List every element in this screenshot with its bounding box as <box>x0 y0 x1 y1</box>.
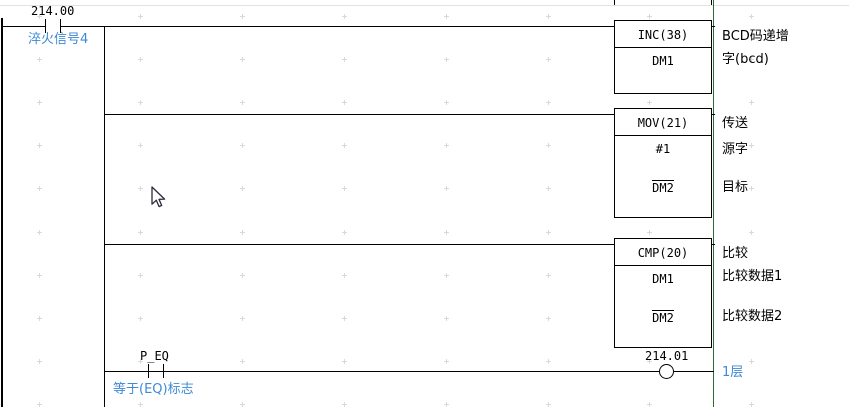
instruction-divider-mov <box>615 135 711 136</box>
instruction-divider-inc <box>615 47 711 48</box>
contact-comment-p-eq: 等于(EQ)标志 <box>113 382 194 397</box>
instruction-label-cmp-2: 比较数据2 <box>722 309 783 324</box>
instruction-mnemonic-inc: INC(38) <box>637 28 689 42</box>
arrow-pointer-icon <box>151 186 166 208</box>
instruction-divider-cmp <box>615 265 711 266</box>
branch-vertical-rail <box>104 26 105 407</box>
instruction-block-inc[interactable]: INC(38) DM1 <box>614 20 712 94</box>
instruction-operand-mov-1-text: DM2 <box>652 180 674 195</box>
coil-comment-1st-floor: 1层 <box>722 365 744 380</box>
instruction-operand-cmp-1-text: DM2 <box>652 310 674 325</box>
left-power-rail <box>1 18 3 407</box>
instruction-label-cmp-0: 比较 <box>722 246 749 261</box>
wire-coil-to-right-rail <box>674 371 714 372</box>
instruction-block-mov[interactable]: MOV(21) #1 DM2 <box>614 108 712 218</box>
mouse-cursor-arrow-icon <box>151 186 167 214</box>
contact-p-eq[interactable] <box>148 364 164 378</box>
rung-separator-line <box>0 5 849 6</box>
wire-branch-to-inc <box>104 26 614 27</box>
instruction-block-cmp[interactable]: CMP(20) DM1 DM2 <box>614 238 712 348</box>
wire-rail-to-contact <box>1 26 45 27</box>
wire-peq-to-coil <box>164 371 659 372</box>
wire-branch-to-cmp <box>104 244 614 245</box>
right-power-rail <box>713 0 714 407</box>
instruction-label-cmp-1: 比较数据1 <box>722 269 783 284</box>
instruction-mnemonic-mov: MOV(21) <box>637 116 689 130</box>
instruction-label-inc-0: BCD码递增 <box>722 29 789 44</box>
contact-214-00[interactable] <box>45 19 61 33</box>
contact-address-p-eq: P_EQ <box>140 349 169 363</box>
output-coil-214-01[interactable] <box>659 364 674 379</box>
coil-address-214-01: 214.01 <box>645 349 689 363</box>
contact-comment-214-00: 淬火信号4 <box>28 32 89 47</box>
instruction-label-mov-1: 源字 <box>722 142 749 157</box>
wire-mov-to-right-rail <box>712 114 715 115</box>
wire-branch-to-mov <box>104 114 614 115</box>
instruction-operand-mov-0: #1 <box>655 142 671 156</box>
instruction-operand-inc-0: DM1 <box>652 54 674 68</box>
instruction-mnemonic-cmp: CMP(20) <box>637 246 689 260</box>
wire-cmp-to-right-rail <box>712 244 715 245</box>
instruction-operand-cmp-0: DM1 <box>652 272 674 286</box>
instruction-label-inc-1: 字(bcd) <box>722 52 769 67</box>
contact-address-214-00: 214.00 <box>31 4 75 18</box>
instruction-operand-cmp-1: DM2 <box>615 310 711 324</box>
wire-inc-to-right-rail <box>712 26 715 27</box>
instruction-label-mov-2: 目标 <box>722 180 749 195</box>
instruction-label-mov-0: 传送 <box>722 116 749 131</box>
instruction-operand-mov-1: DM2 <box>615 180 711 194</box>
